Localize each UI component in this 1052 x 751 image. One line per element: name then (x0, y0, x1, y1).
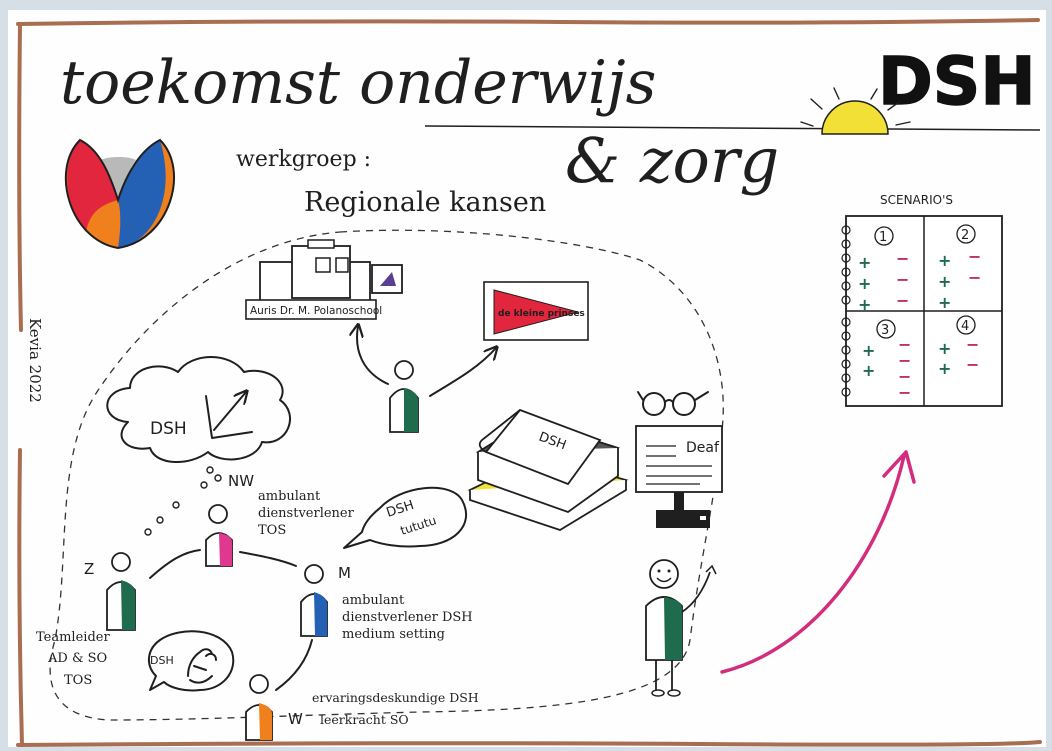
pennant-label: de kleine prinses (498, 309, 585, 319)
minus-mark: − (898, 367, 911, 386)
person-m-role-2: dienstverlener DSH (342, 610, 473, 625)
central-person-icon (389, 360, 419, 433)
speech-bubble (343, 486, 468, 549)
title-underline (424, 125, 1041, 131)
scenario-4: 4 + + − − (938, 315, 979, 378)
dsh-logo: DSH (878, 43, 1036, 120)
scenario-3: 3 + + − − − − (862, 319, 911, 402)
person-z-letter: Z (84, 560, 94, 578)
plus-mark: + (858, 253, 871, 272)
heart-logo-icon (64, 138, 176, 250)
minus-mark: − (896, 291, 909, 310)
minus-mark: − (898, 383, 911, 402)
person-w-role-1: ervaringsdeskundige DSH (312, 690, 479, 705)
hand-bubble (148, 630, 235, 692)
thought-dots (144, 466, 222, 536)
person-m-role-1: ambulant (342, 593, 405, 608)
person-z-icon (106, 552, 136, 631)
plus-mark: + (938, 339, 951, 358)
person-m-role-3: medium setting (342, 627, 445, 642)
arrow-to-auris (357, 326, 389, 385)
plus-mark: + (862, 341, 875, 360)
person-nw-icon (205, 504, 233, 567)
minus-mark: − (898, 335, 911, 354)
person-z-role-1: Teamleider (36, 630, 110, 645)
monitor-icon (635, 425, 723, 528)
plus-mark: + (858, 274, 871, 293)
auris-school-icon (245, 239, 403, 320)
minus-mark: − (896, 249, 909, 268)
signing-hand-icon (187, 648, 217, 684)
scenario-4-number: 4 (961, 319, 969, 334)
werkgroep-topic: Regionale kansen (304, 187, 546, 218)
person-nw-letter: NW (228, 472, 254, 490)
glasses-icon (637, 391, 709, 416)
minus-mark: − (898, 351, 911, 370)
minus-mark: − (966, 355, 979, 374)
person-w-icon (245, 674, 273, 741)
pink-arrow (720, 454, 906, 674)
plus-mark: + (938, 272, 951, 291)
auris-school-label: Auris Dr. M. Polanoschool (250, 305, 382, 317)
plus-mark: + (938, 359, 951, 378)
link-m-w (275, 639, 313, 691)
pennant-icon (483, 281, 589, 341)
minus-mark: − (896, 270, 909, 289)
scenario-1: 1 + + + − − − (858, 226, 909, 314)
plus-mark: + (938, 251, 951, 270)
scenario-2: 2 + + + − − (938, 224, 981, 312)
hand-bubble-text: DSH (150, 654, 174, 667)
person-z-role-2: AD & SO (47, 651, 107, 666)
plus-mark: + (862, 361, 875, 380)
minus-mark: − (966, 335, 979, 354)
werkgroep-label: werkgroep : (236, 147, 371, 172)
person-m-icon (300, 564, 328, 637)
plus-mark: + (938, 293, 951, 312)
scenario-3-number: 3 (881, 323, 889, 338)
title-line1: toekomst onderwijs (60, 48, 656, 118)
smiling-person-icon (645, 559, 717, 697)
chart-arrow-icon (205, 392, 253, 439)
minus-mark: − (968, 268, 981, 287)
person-nw-role-1: ambulant (258, 489, 321, 504)
person-nw-role-2: dienstverlener (258, 506, 355, 521)
link-nw-m (239, 551, 297, 567)
link-z-nw (149, 549, 201, 579)
pink-arrow-head (882, 450, 916, 484)
cloud-text: DSH (150, 419, 187, 439)
dashed-outline (49, 229, 724, 721)
person-z-role-3: TOS (64, 673, 92, 688)
person-m-letter: M (338, 564, 351, 582)
minus-mark: − (968, 247, 981, 266)
person-w-letter: W (288, 710, 303, 728)
person-nw-role-3: TOS (258, 523, 286, 538)
person-w-role-2: leerkracht SO (320, 712, 409, 727)
plus-mark: + (858, 295, 871, 314)
books-icon (467, 408, 629, 531)
monitor-text: Deaf (686, 440, 720, 456)
paper-frame (16, 18, 1042, 747)
arrow-to-pennant (429, 348, 496, 397)
scenarios-title: SCENARIO'S (880, 193, 953, 207)
thought-cloud (106, 356, 291, 464)
scenario-2-number: 2 (961, 228, 969, 243)
sun-icon (800, 87, 911, 135)
scenario-1-number: 1 (879, 230, 887, 245)
title-line2: & zorg (565, 124, 779, 197)
scenario-notebook (841, 215, 1003, 407)
signature: Kevia 2022 (26, 318, 44, 403)
